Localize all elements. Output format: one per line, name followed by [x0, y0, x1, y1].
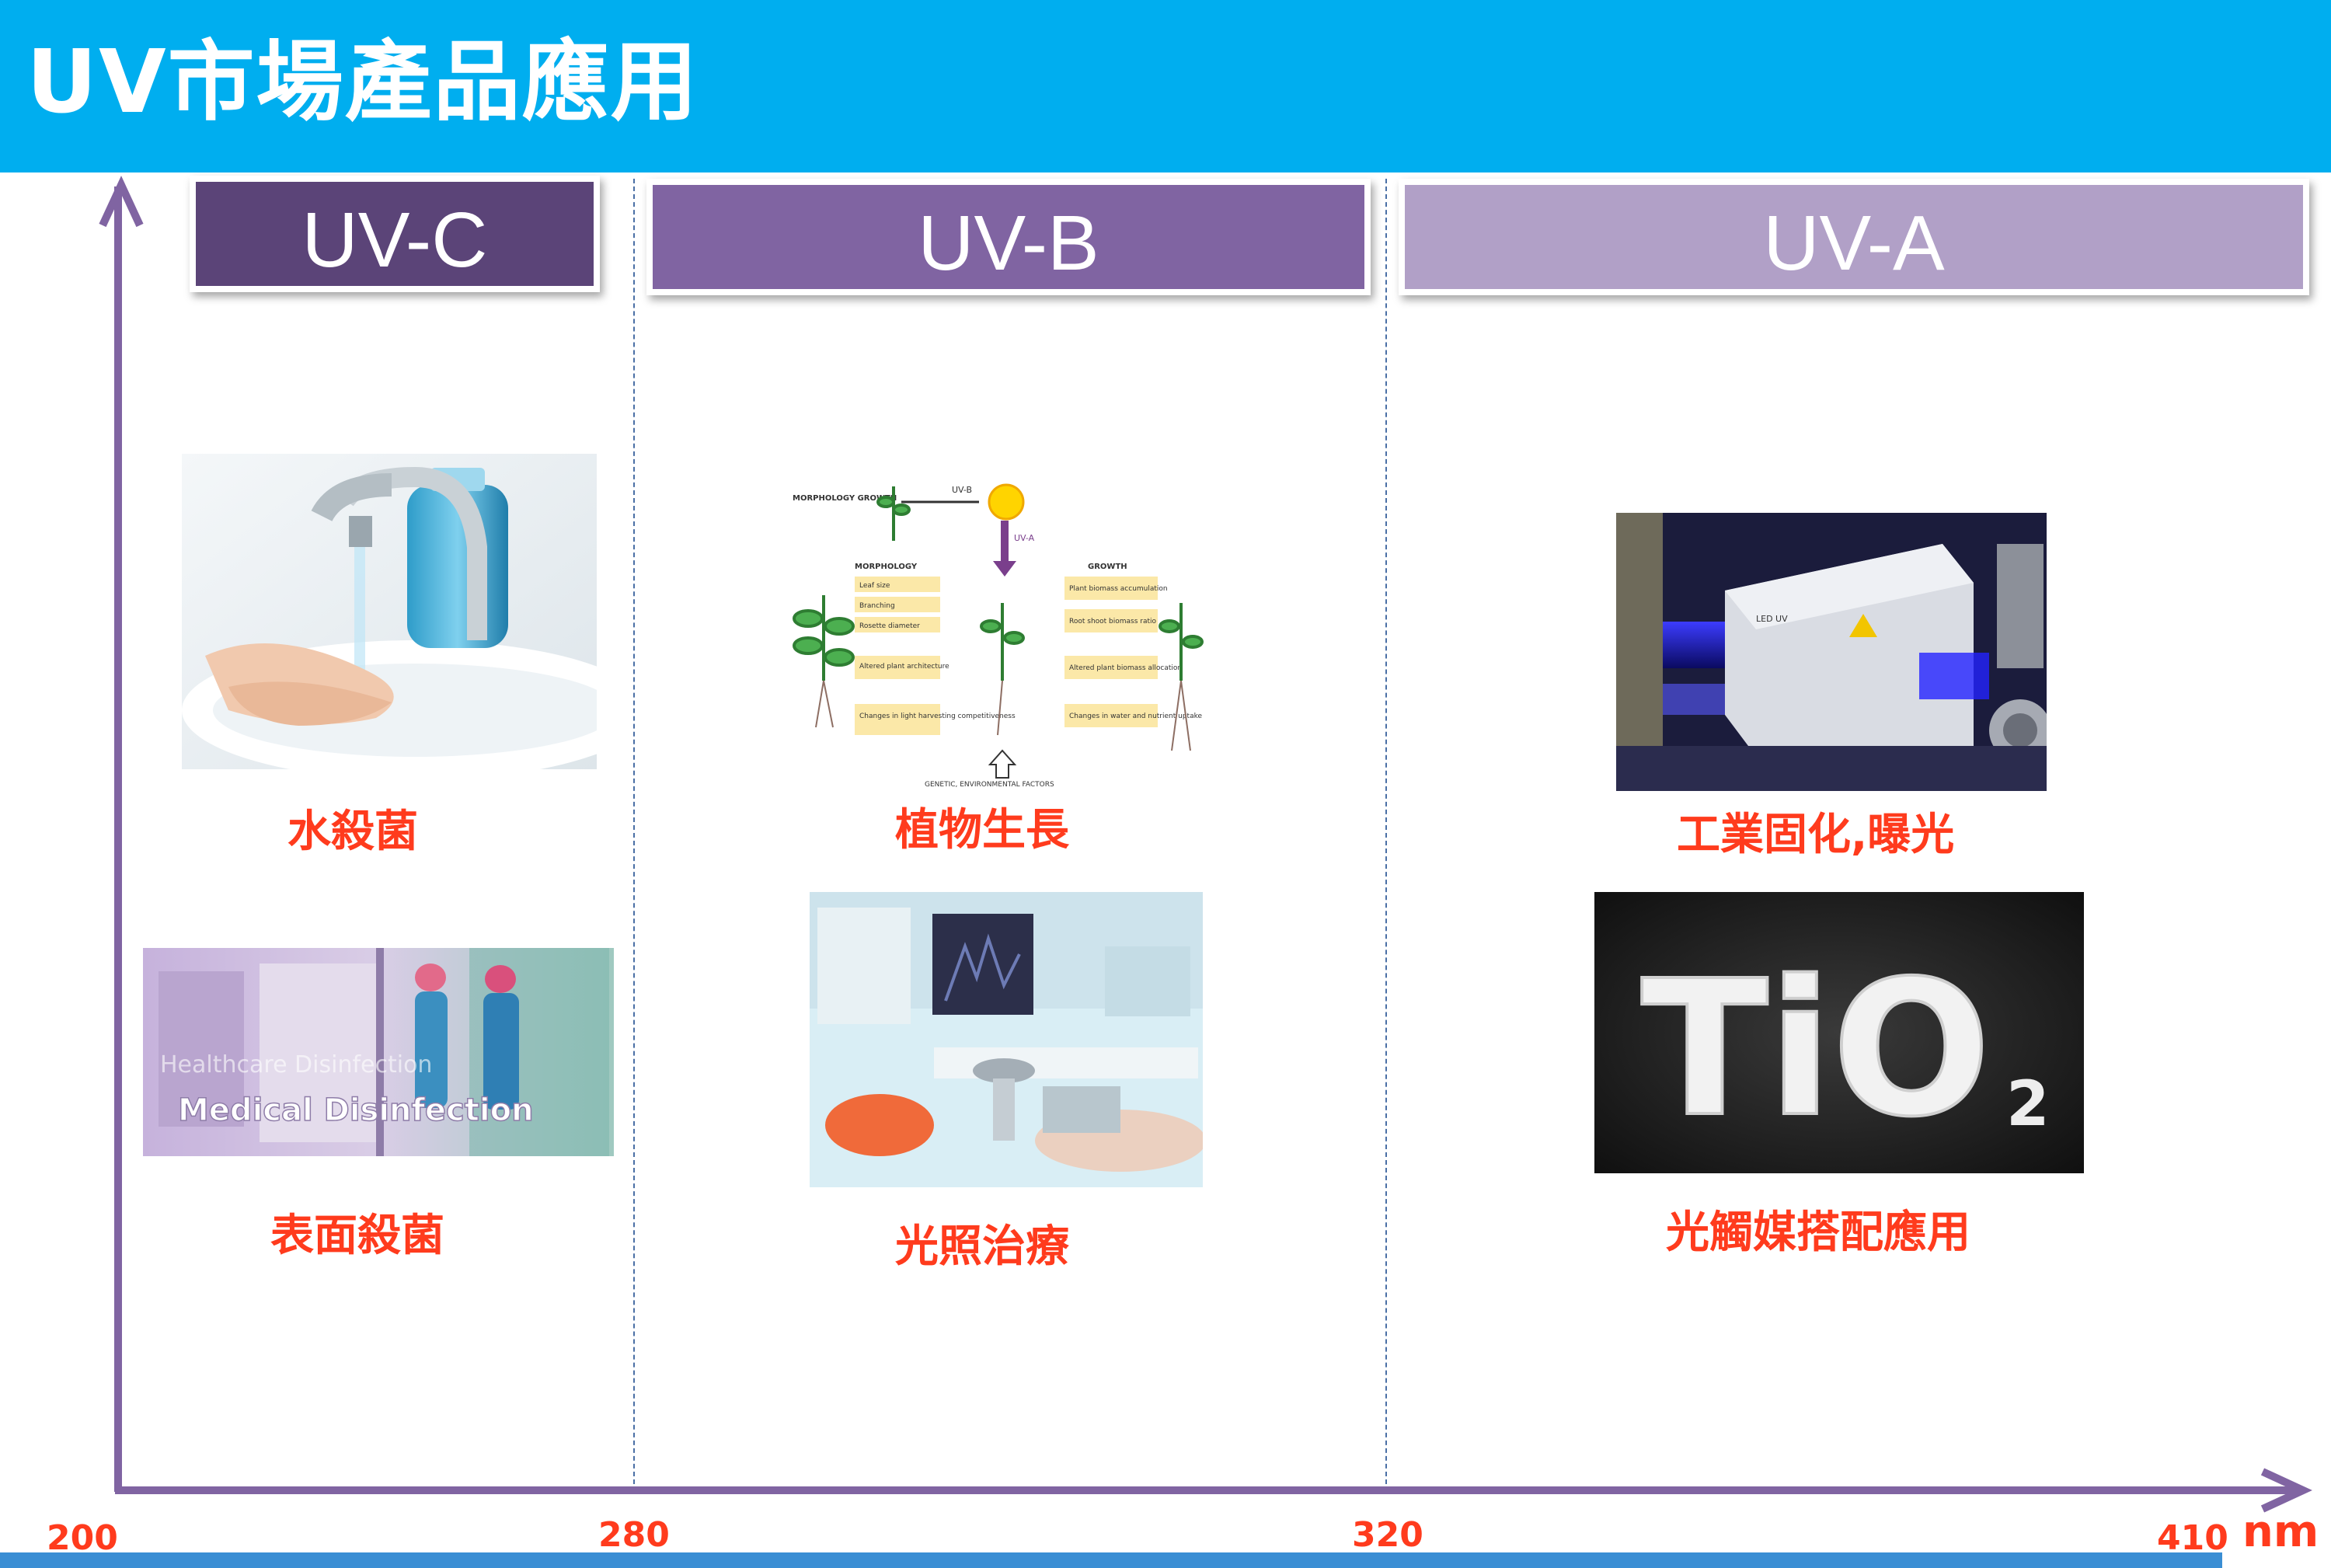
plant-factors: GENETIC, ENVIRONMENTAL FACTORS	[925, 781, 1054, 789]
plant-morphology: MORPHOLOGY	[855, 563, 918, 571]
medical-text-faint: Healthcare Disinfection	[160, 1051, 432, 1078]
band-uvc: UV-C	[190, 176, 600, 292]
bottom-strip	[0, 1552, 2222, 1568]
y-axis-arrow-icon	[99, 176, 144, 228]
tio2-text: TiO	[1641, 940, 1991, 1158]
axis-unit: nm	[2242, 1507, 2319, 1557]
plant-right-item-4: Changes in water and nutrient uptake	[1069, 713, 1202, 720]
band-uvb: UV-B	[646, 179, 1371, 295]
page-title: UV市場產品應用	[26, 32, 699, 133]
x-axis-arrow-icon	[2260, 1468, 2312, 1513]
plant-uva-label: UV-A	[1014, 533, 1035, 543]
plant-right-item-2: Root shoot biomass ratio	[1069, 618, 1157, 625]
divider-320	[1385, 179, 1387, 1492]
plant-right-item-1: Plant biomass accumulation	[1069, 585, 1168, 593]
water-disinfection-image	[182, 454, 597, 769]
plant-growth: GROWTH	[1088, 563, 1127, 571]
plant-left-item-3: Rosette diameter	[859, 622, 920, 630]
uv-curing-machine-image: LED UV	[1616, 513, 2047, 791]
phototherapy-image	[810, 892, 1203, 1187]
app-label-industrial-curing: 工業固化,曝光	[1677, 810, 1955, 860]
app-label-water-disinfection: 水殺菌	[287, 807, 418, 857]
app-label-plant-growth: 植物生長	[895, 805, 1069, 855]
tick-320: 320	[1352, 1515, 1423, 1555]
tick-200: 200	[47, 1518, 118, 1558]
uv-machine-label: LED UV	[1756, 614, 1788, 624]
tick-280: 280	[598, 1515, 670, 1555]
tio2-subscript: 2	[2006, 1068, 2050, 1140]
app-label-surface-disinfection: 表面殺菌	[270, 1211, 444, 1261]
plant-left-item-1: Leaf size	[859, 582, 890, 590]
tick-410: 410	[2157, 1518, 2228, 1558]
plant-left-item-4: Altered plant architecture	[859, 663, 949, 671]
medical-text: Medical Disinfection	[178, 1092, 534, 1128]
header-bar	[0, 0, 2331, 172]
plant-uvb-label: UV-B	[952, 485, 972, 495]
tio2-photocatalyst-image: TiO 2	[1594, 892, 2084, 1173]
divider-280	[633, 179, 635, 1492]
app-label-phototherapy: 光照治療	[895, 1221, 1069, 1272]
band-uva: UV-A	[1399, 179, 2309, 295]
medical-disinfection-image: Healthcare Disinfection Medical Disinfec…	[143, 948, 614, 1156]
plant-growth-diagram: MORPHOLOGY GROWTH UV-B UV-A MORPHOLOGY G…	[777, 471, 1212, 789]
app-label-photocatalyst: 光觸媒搭配應用	[1666, 1207, 1970, 1258]
plant-left-item-5: Changes in light harvesting competitiven…	[859, 713, 1016, 720]
plant-left-item-2: Branching	[859, 602, 895, 610]
plant-right-item-3: Altered plant biomass allocation	[1069, 664, 1182, 672]
plant-morphology-growth: MORPHOLOGY GROWTH	[793, 494, 897, 503]
